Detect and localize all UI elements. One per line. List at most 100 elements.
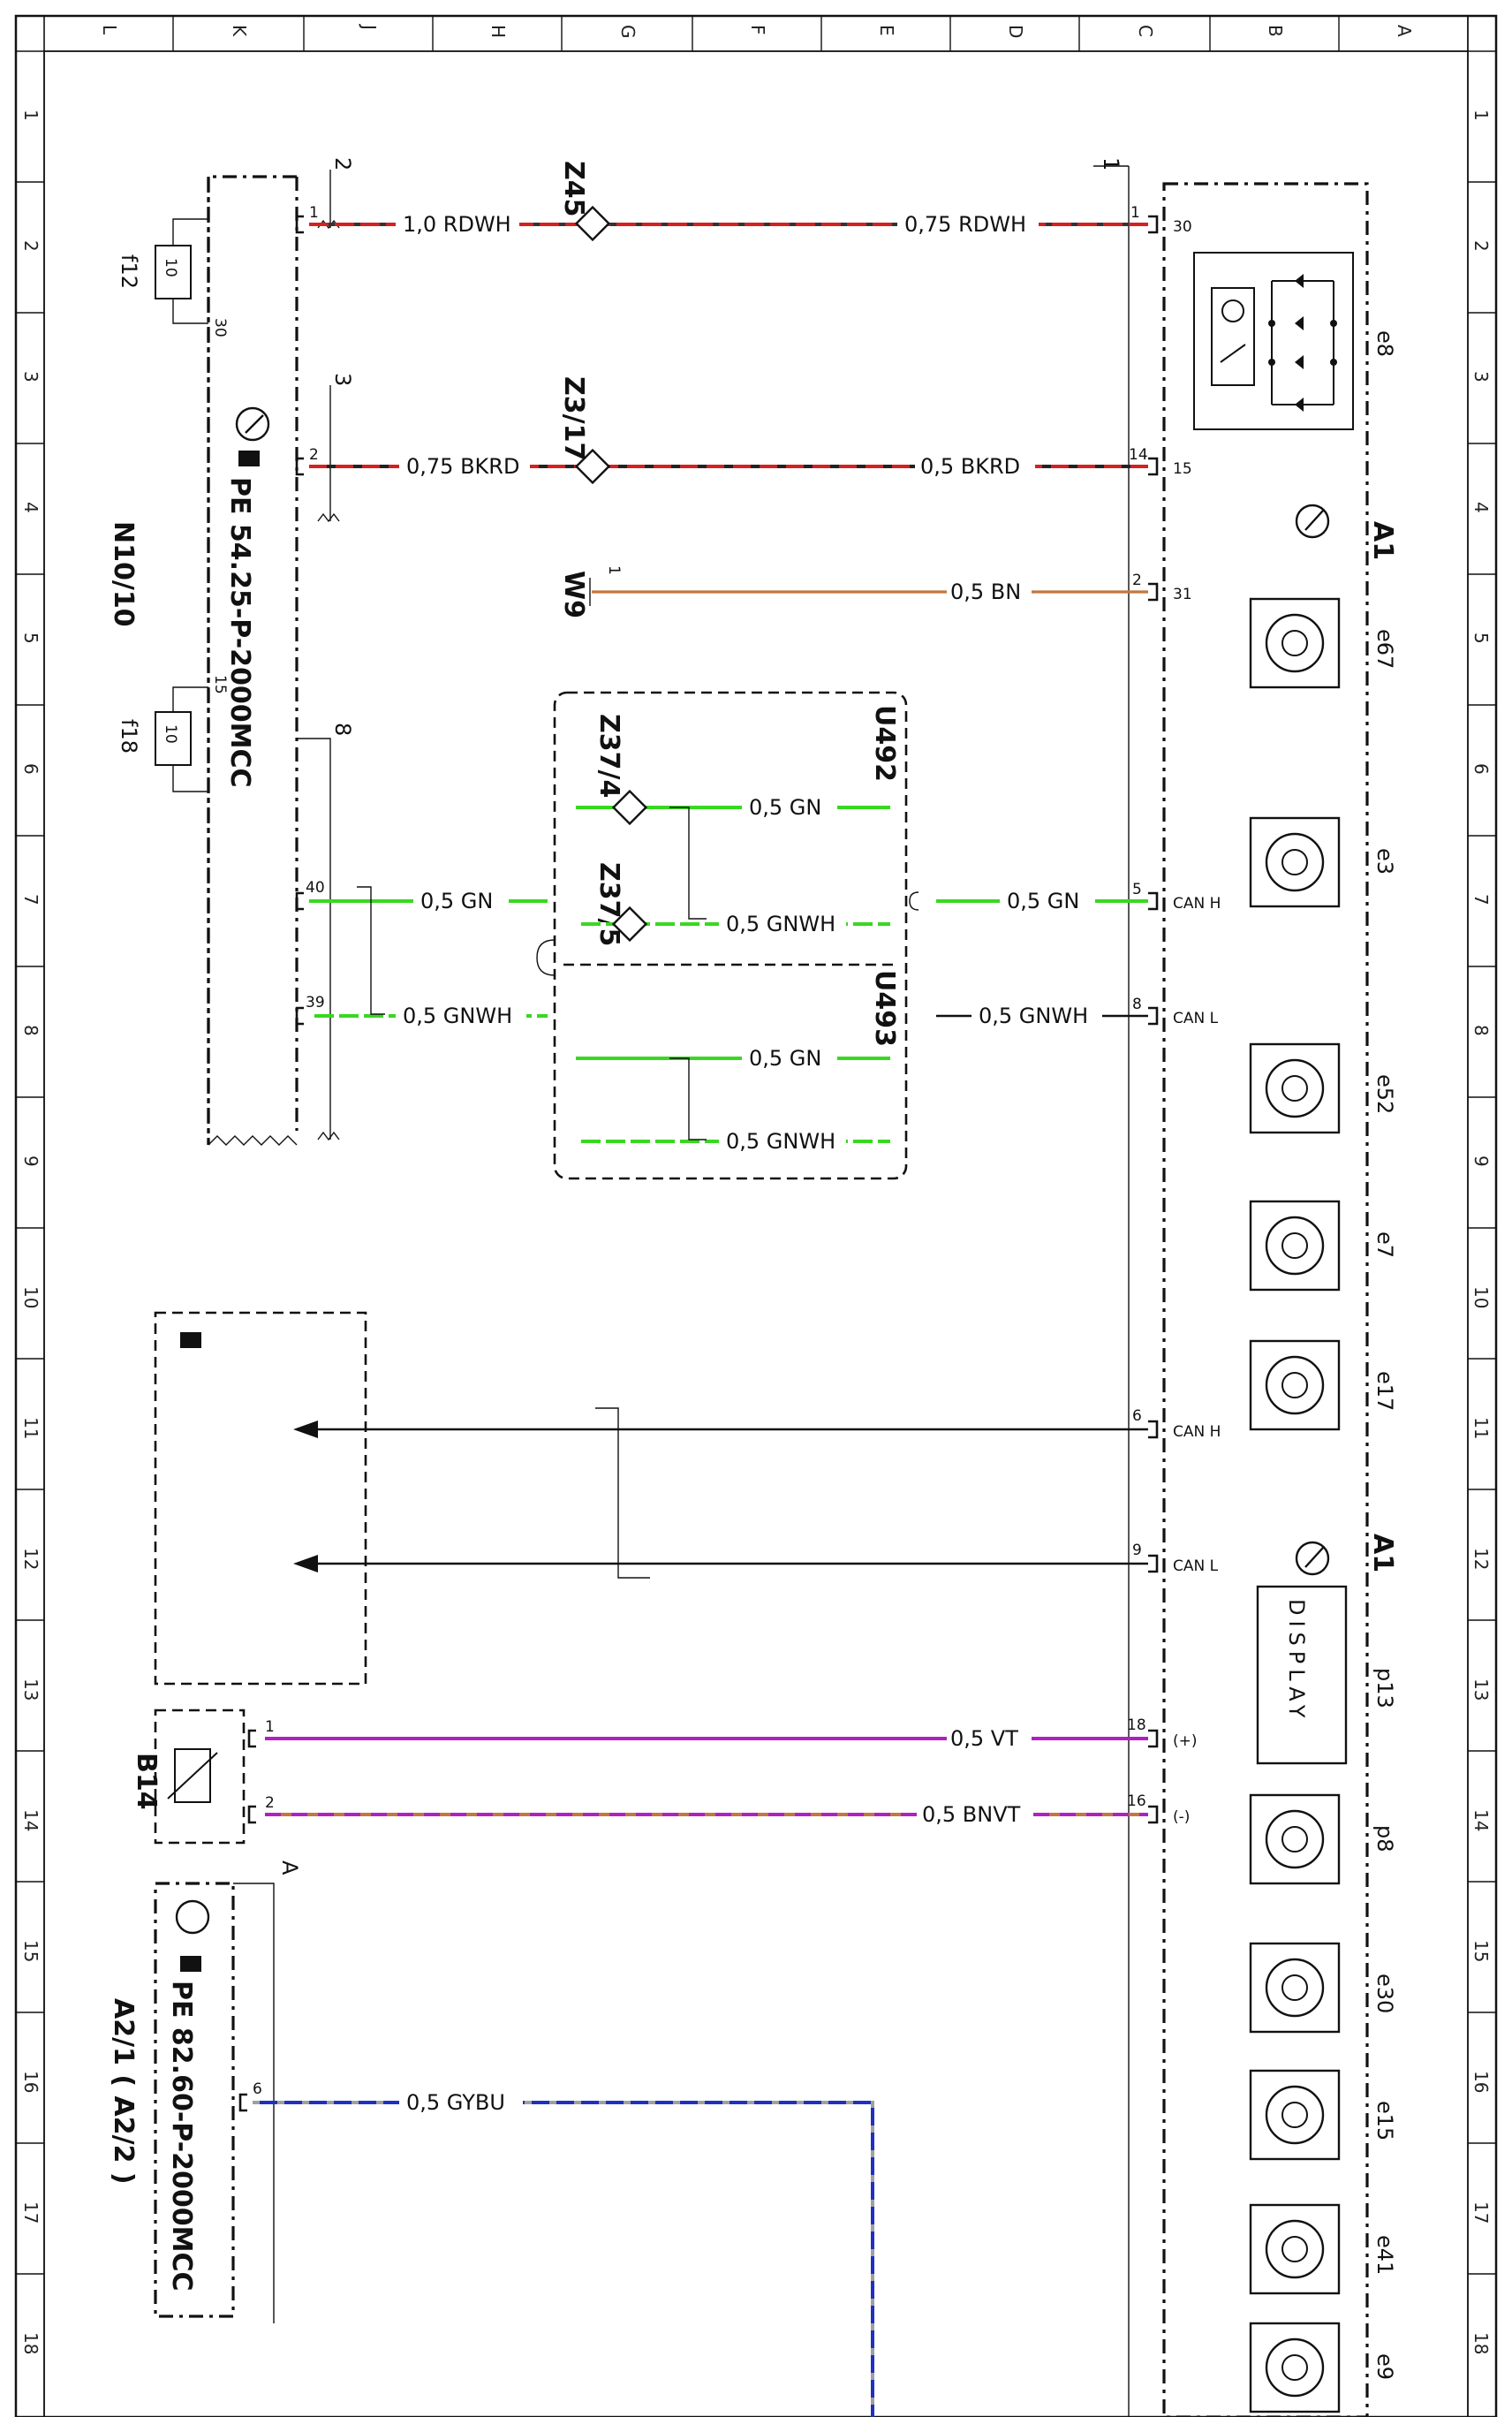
connector-mark xyxy=(1148,215,1159,234)
terminal-30: 30 xyxy=(1173,218,1192,236)
n10-reference: PE 54.25-P-2000MCC xyxy=(224,477,255,788)
connector-mark xyxy=(1148,1729,1159,1748)
u493-label: U493 xyxy=(869,970,900,1047)
z45-label: Z45 xyxy=(558,161,589,217)
b14-label: B14 xyxy=(131,1753,162,1810)
pin-n10-40: 40 xyxy=(306,879,325,897)
terminal-15: 15 xyxy=(1173,460,1192,478)
a1-gnwh-label: 0,5 GNWH xyxy=(979,1004,1088,1028)
indicator-label: e67 xyxy=(1372,629,1397,669)
warning-lamp-icon xyxy=(1249,1200,1341,1292)
warning-lamp-icon xyxy=(1249,1793,1341,1885)
row-label-left: 15 xyxy=(20,1940,42,1962)
row-label-right: 6 xyxy=(1470,763,1492,775)
pin-a1-16: 16 xyxy=(1127,1792,1146,1810)
pin-a2-6: 6 xyxy=(253,2080,262,2098)
u492-gnwh-label: 0,5 GNWH xyxy=(726,912,835,936)
indicator-label: e30 xyxy=(1372,1974,1397,2013)
b14-minus-wire-label: 0,5 BNVT xyxy=(922,1802,1021,1827)
terminal-plus: (+) xyxy=(1173,1732,1198,1750)
connector-mark xyxy=(295,457,304,476)
row-label-left: 17 xyxy=(20,2201,42,2224)
connector-mark xyxy=(247,1729,256,1748)
b14-plus-wire-label: 0,5 VT xyxy=(950,1726,1018,1751)
connector-mark xyxy=(1148,1805,1159,1824)
component-b14: B14 0,5 VT 0,5 BNVT xyxy=(131,1709,1148,1845)
terminal-can-h-1: CAN H xyxy=(1173,895,1221,913)
indicator-label: p8 xyxy=(1372,1825,1397,1853)
control-unit-icon xyxy=(235,406,270,442)
terminal-31: 31 xyxy=(1173,586,1192,603)
z3-17-label: Z3/17 xyxy=(558,376,589,460)
wire-3-label: 0,5 BN xyxy=(950,580,1021,604)
n10-label: N10/10 xyxy=(108,521,139,627)
indicator-label: e41 xyxy=(1372,2235,1397,2275)
row-label-left: 8 xyxy=(20,1025,42,1036)
row-label-right: 18 xyxy=(1470,2332,1492,2354)
display-text: DISPLAY xyxy=(1284,1599,1309,1723)
connector-mark xyxy=(295,891,304,911)
connector-mark xyxy=(295,1006,304,1026)
column-label: B xyxy=(1265,25,1286,37)
row-label-left: 18 xyxy=(20,2332,42,2354)
row-label-left: 3 xyxy=(20,371,42,383)
pin-labels: 1 2 40 39 1 14 2 5 8 6 9 18 16 1 2 6 xyxy=(253,204,1148,2098)
row-label-right: 2 xyxy=(1470,240,1492,252)
terminal-can-l-1: CAN L xyxy=(1173,1010,1219,1027)
splice-z45: Z45 xyxy=(558,161,611,242)
warning-lamp-icon xyxy=(1249,816,1341,908)
u493-gn-label: 0,5 GN xyxy=(749,1046,821,1071)
z37-5-label: Z37/5 xyxy=(593,862,624,946)
column-label: H xyxy=(488,25,509,38)
column-label: K xyxy=(229,25,250,37)
a2-gybu-label: 0,5 GYBU xyxy=(406,2090,505,2115)
u492-label: U492 xyxy=(869,705,900,782)
splice-z3-17: Z3/17 xyxy=(558,376,611,485)
row-label-left: 4 xyxy=(20,502,42,513)
row-label-left: 1 xyxy=(20,110,42,121)
row-label-right: 8 xyxy=(1470,1025,1492,1036)
n10-conn-a: 2 xyxy=(330,157,355,170)
n10-gn-label: 0,5 GN xyxy=(420,889,493,913)
row-label-right: 11 xyxy=(1470,1417,1492,1439)
row-label-left: 12 xyxy=(20,1548,42,1570)
column-label: E xyxy=(876,25,897,36)
indicator-label: e7 xyxy=(1372,1231,1397,1258)
wire-2-right-label: 0,5 BKRD xyxy=(920,454,1020,479)
display-icon: DISPLAY xyxy=(1256,1585,1348,1765)
row-label-left: 11 xyxy=(20,1417,42,1439)
terminal-can-h-2: CAN H xyxy=(1173,1423,1221,1441)
n10-gnwh-label: 0,5 GNWH xyxy=(403,1004,512,1028)
connector-mark xyxy=(1148,457,1159,476)
column-label: L xyxy=(99,25,120,35)
connector-mark xyxy=(1148,1554,1159,1573)
pin-a1-1: 1 xyxy=(1130,204,1140,222)
column-label: C xyxy=(1135,25,1156,37)
fuse-f18-value: 10 xyxy=(162,724,179,744)
u492-gn-label: 0,5 GN xyxy=(749,795,821,820)
row-label-right: 4 xyxy=(1470,502,1492,513)
column-label: J xyxy=(359,23,380,30)
row-label-right: 17 xyxy=(1470,2201,1492,2224)
pin-a1-18: 18 xyxy=(1127,1716,1146,1734)
terminal-minus: (-) xyxy=(1173,1808,1190,1826)
row-label-left: 16 xyxy=(20,2071,42,2093)
wire-1-left-label: 1,0 RDWH xyxy=(403,212,511,237)
gauge-icon xyxy=(1295,504,1330,539)
row-label-left: 5 xyxy=(20,633,42,644)
indicator-label: e17 xyxy=(1372,1371,1397,1411)
n10-conn-b: 3 xyxy=(330,373,355,386)
column-label: F xyxy=(747,25,768,35)
row-label-right: 15 xyxy=(1470,1940,1492,1962)
row-label-right: 14 xyxy=(1470,1809,1492,1831)
indicator-label: e8 xyxy=(1372,330,1397,357)
wire-1-right-label: 0,75 RDWH xyxy=(904,212,1026,237)
wire-31: 0,5 BN W9 1 xyxy=(558,565,1148,618)
warning-lamp-icon xyxy=(1249,1339,1341,1431)
radio-control-icon xyxy=(175,1899,210,1935)
pin-a1-5: 5 xyxy=(1132,881,1142,898)
row-label-right: 16 xyxy=(1470,2071,1492,2093)
